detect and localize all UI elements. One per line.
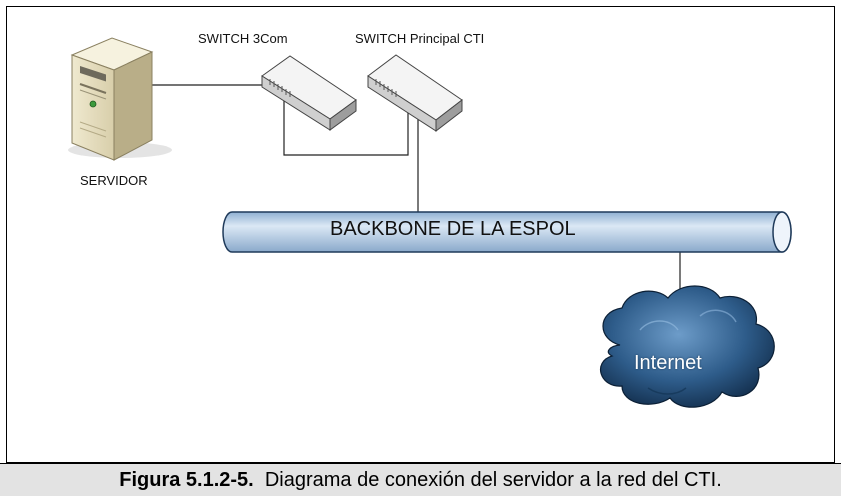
caption-text: Diagrama de conexión del servidor a la r… [264, 469, 722, 491]
server-icon [68, 37, 172, 161]
backbone-tube [222, 211, 792, 253]
connection-lines [136, 84, 681, 315]
caption-number: Figura 5.1.2-5. [119, 469, 254, 491]
outer-border [6, 6, 835, 463]
switch-principal-label: SWITCH Principal CTI [355, 31, 485, 46]
cloud-icon [600, 285, 775, 408]
server-label: SERVIDOR [80, 173, 148, 188]
switch-3com-icon [261, 55, 357, 131]
figure-caption: Figura 5.1.2-5. Diagrama de conexión del… [0, 463, 841, 496]
switch-link-line [283, 94, 409, 156]
switch-3com-label: SWITCH 3Com [198, 31, 288, 46]
cloud-label: Internet [634, 352, 702, 374]
backbone-label: BACKBONE DE LA ESPOL [330, 218, 576, 240]
switch-principal-icon [367, 54, 463, 133]
